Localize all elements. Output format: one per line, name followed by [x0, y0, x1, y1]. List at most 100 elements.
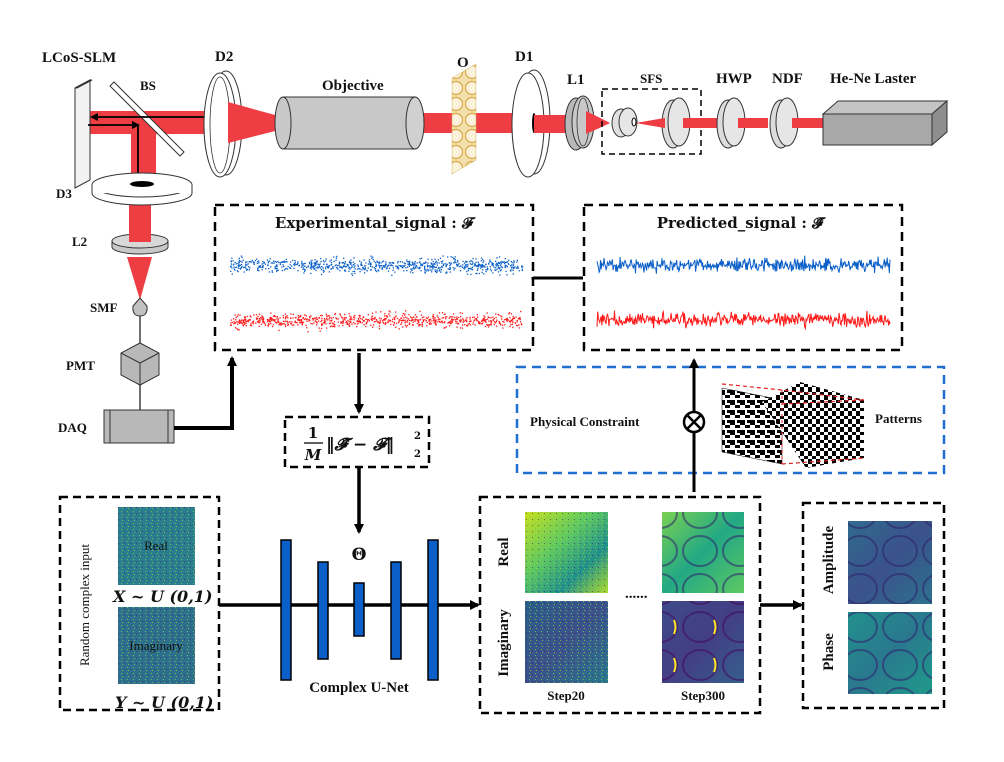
signal-sample [309, 317, 311, 319]
signal-sample [477, 264, 479, 267]
signal-sample [519, 318, 521, 321]
signal-sample [320, 327, 323, 330]
signal-sample [303, 272, 305, 274]
signal-sample [302, 264, 304, 266]
signal-sample [285, 267, 287, 270]
signal-sample [275, 265, 277, 267]
signal-sample [374, 316, 376, 319]
signal-sample [371, 319, 373, 321]
signal-sample [516, 321, 518, 323]
signal-sample [243, 271, 245, 273]
signal-sample [284, 313, 287, 315]
signal-sample [452, 258, 455, 260]
signal-sample [473, 265, 475, 267]
beam-path-arrows [88, 113, 205, 184]
label-ndf: NDF [772, 71, 803, 87]
signal-sample [494, 267, 497, 269]
signal-sample [463, 262, 466, 264]
signal-sample [257, 268, 259, 270]
step20-imaginary-image [525, 601, 608, 683]
signal-sample [386, 268, 388, 270]
signal-sample [458, 263, 460, 265]
signal-sample [266, 259, 268, 261]
signal-sample [511, 323, 514, 325]
signal-sample [370, 268, 372, 271]
signal-sample [424, 319, 426, 321]
signal-sample [380, 262, 382, 264]
signal-sample [297, 262, 299, 265]
signal-sample [427, 265, 429, 268]
signal-sample [280, 322, 282, 324]
signal-sample [376, 270, 378, 273]
signal-sample [375, 319, 378, 321]
signal-sample [465, 264, 467, 266]
signal-sample [284, 320, 286, 323]
signal-sample [381, 320, 384, 322]
signal-sample [342, 321, 344, 323]
signal-sample [440, 269, 442, 271]
signal-sample [479, 322, 481, 324]
signal-sample [414, 319, 416, 321]
signal-sample [238, 329, 240, 331]
signal-sample [287, 317, 289, 319]
signal-sample [318, 316, 320, 319]
signal-sample [445, 272, 447, 274]
signal-sample [338, 261, 341, 263]
signal-sample [330, 262, 333, 264]
label-object: O [457, 55, 469, 71]
signal-sample [434, 258, 436, 260]
signal-sample [485, 321, 487, 323]
signal-sample [481, 271, 483, 274]
signal-sample [298, 320, 300, 322]
signal-sample [259, 320, 261, 322]
signal-sample [512, 267, 515, 270]
signal-sample [306, 266, 308, 269]
signal-sample [337, 268, 339, 270]
signal-sample [314, 263, 316, 265]
signal-sample [284, 324, 286, 326]
signal-sample [398, 320, 400, 322]
signal-sample [492, 264, 494, 267]
signal-sample [301, 260, 303, 263]
signal-line [596, 255, 891, 274]
signal-sample [459, 312, 461, 314]
signal-sample [427, 316, 430, 318]
signal-sample [469, 320, 471, 323]
signal-sample [242, 259, 244, 261]
signal-sample [311, 323, 313, 325]
label-laser: He-Ne Laster [830, 71, 917, 87]
signal-sample [474, 264, 476, 266]
signal-sample [476, 319, 478, 322]
signal-sample [512, 269, 514, 271]
signal-sample [511, 261, 513, 264]
signal-sample [432, 265, 434, 267]
signal-sample [344, 317, 346, 319]
objective-lens [274, 96, 425, 150]
signal-sample [251, 259, 253, 262]
signal-sample [287, 322, 289, 324]
signal-sample [461, 327, 463, 329]
signal-sample [404, 314, 406, 316]
signal-sample [348, 321, 350, 323]
signal-sample [408, 261, 411, 263]
signal-sample [477, 261, 479, 264]
signal-sample [297, 315, 299, 317]
signal-sample [392, 267, 395, 269]
signal-sample [323, 319, 325, 321]
signal-sample [515, 267, 518, 269]
signal-sample [516, 259, 518, 261]
signal-sample [363, 319, 365, 322]
signal-sample [431, 258, 433, 261]
signal-sample [353, 266, 355, 268]
signal-sample [444, 316, 447, 318]
label-daq: DAQ [58, 420, 87, 435]
signal-sample [483, 318, 485, 320]
signal-sample [384, 265, 387, 267]
signal-sample [276, 269, 278, 271]
signal-sample [468, 323, 471, 325]
signal-sample [279, 323, 281, 325]
signal-sample [255, 314, 258, 316]
signal-sample [350, 320, 352, 323]
signal-sample [284, 261, 286, 263]
signal-sample [286, 261, 288, 263]
